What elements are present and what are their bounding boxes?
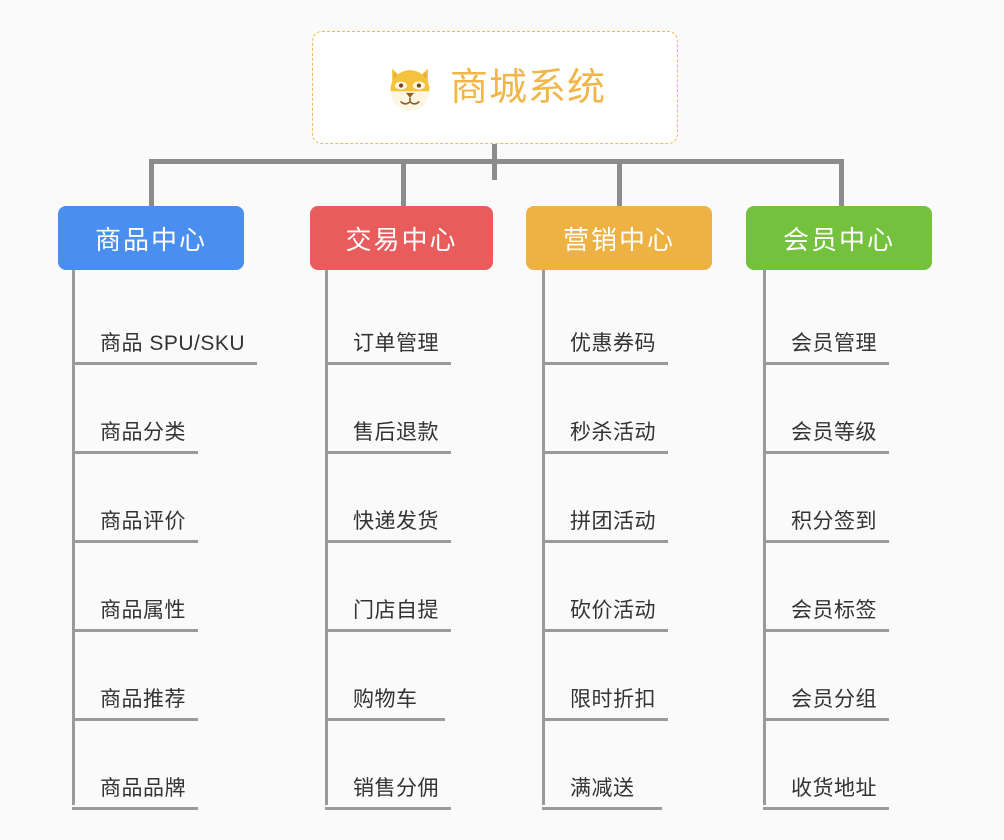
shiba-dog-emoji	[384, 62, 436, 114]
list-item[interactable]: 商品 SPU/SKU	[72, 276, 290, 365]
list-item[interactable]: 销售分佣	[325, 721, 540, 810]
leaf-label: 满减送	[570, 777, 635, 800]
leaf-underline: 门店自提	[325, 600, 451, 632]
list-item[interactable]: 拼团活动	[542, 454, 756, 543]
list-item[interactable]: 商品品牌	[72, 721, 290, 810]
leaf-underline: 会员管理	[763, 333, 889, 365]
branch-header-trade[interactable]: 交易中心	[310, 206, 493, 270]
leaf-underline: 限时折扣	[542, 689, 668, 721]
leaf-underline: 会员标签	[763, 600, 889, 632]
branch-column-product: 商品中心 商品 SPU/SKU 商品分类 商品评价 商品属性 商品推荐 商品品牌	[58, 206, 290, 810]
leaf-underline: 商品推荐	[72, 689, 198, 721]
leaf-label: 商品推荐	[100, 688, 186, 711]
leaf-label: 会员标签	[791, 599, 877, 622]
leaf-label: 快递发货	[353, 510, 439, 533]
list-item[interactable]: 商品分类	[72, 365, 290, 454]
list-item[interactable]: 快递发货	[325, 454, 540, 543]
leaf-label: 限时折扣	[570, 688, 656, 711]
leaf-underline: 积分签到	[763, 511, 889, 543]
leaf-label: 商品品牌	[100, 777, 186, 800]
branch-column-member: 会员中心 会员管理 会员等级 积分签到 会员标签 会员分组 收货地址	[746, 206, 976, 810]
leaf-label: 砍价活动	[570, 599, 656, 622]
leaf-underline: 会员等级	[763, 422, 889, 454]
leaf-underline: 商品属性	[72, 600, 198, 632]
leaf-underline: 购物车	[325, 689, 445, 721]
list-item[interactable]: 秒杀活动	[542, 365, 756, 454]
leaf-underline: 订单管理	[325, 333, 451, 365]
leaf-underline: 砍价活动	[542, 600, 668, 632]
list-item[interactable]: 订单管理	[325, 276, 540, 365]
list-item[interactable]: 满减送	[542, 721, 756, 810]
leaf-label: 会员管理	[791, 332, 877, 355]
leaf-label: 售后退款	[353, 421, 439, 444]
leaf-label: 商品属性	[100, 599, 186, 622]
list-item[interactable]: 积分签到	[763, 454, 976, 543]
connector-drop-2	[401, 159, 406, 210]
branch-header-product[interactable]: 商品中心	[58, 206, 244, 270]
leaf-label: 会员等级	[791, 421, 877, 444]
branch-header-member[interactable]: 会员中心	[746, 206, 932, 270]
connector-horizontal-bus	[149, 159, 844, 164]
list-item[interactable]: 收货地址	[763, 721, 976, 810]
leaf-label: 商品分类	[100, 421, 186, 444]
leaf-underline: 会员分组	[763, 689, 889, 721]
root-title: 商城系统	[449, 66, 606, 109]
leaf-label: 商品 SPU/SKU	[100, 332, 246, 355]
leaf-label: 拼团活动	[570, 510, 656, 533]
leaf-label: 会员分组	[791, 688, 877, 711]
list-item[interactable]: 商品属性	[72, 543, 290, 632]
connector-drop-4	[839, 159, 844, 210]
list-item[interactable]: 会员管理	[763, 276, 976, 365]
leaf-label: 收货地址	[791, 777, 877, 800]
leaf-list-member: 会员管理 会员等级 积分签到 会员标签 会员分组 收货地址	[746, 270, 976, 810]
leaf-underline: 销售分佣	[325, 778, 451, 810]
leaf-label: 积分签到	[791, 510, 877, 533]
leaf-underline: 拼团活动	[542, 511, 668, 543]
leaf-label: 优惠券码	[570, 332, 656, 355]
leaf-underline: 秒杀活动	[542, 422, 668, 454]
list-item[interactable]: 售后退款	[325, 365, 540, 454]
leaf-underline: 商品品牌	[72, 778, 198, 810]
branch-header-marketing[interactable]: 营销中心	[526, 206, 712, 270]
branch-column-marketing: 营销中心 优惠券码 秒杀活动 拼团活动 砍价活动 限时折扣 满减送	[526, 206, 756, 810]
leaf-underline: 商品评价	[72, 511, 198, 543]
list-item[interactable]: 会员标签	[763, 543, 976, 632]
list-item[interactable]: 限时折扣	[542, 632, 756, 721]
leaf-underline: 收货地址	[763, 778, 889, 810]
leaf-list-product: 商品 SPU/SKU 商品分类 商品评价 商品属性 商品推荐 商品品牌	[58, 270, 290, 810]
connector-drop-3	[617, 159, 622, 210]
leaf-label: 销售分佣	[353, 777, 439, 800]
leaf-list-marketing: 优惠券码 秒杀活动 拼团活动 砍价活动 限时折扣 满减送	[526, 270, 756, 810]
leaf-label: 秒杀活动	[570, 421, 656, 444]
leaf-label: 商品评价	[100, 510, 186, 533]
list-item[interactable]: 砍价活动	[542, 543, 756, 632]
list-item[interactable]: 门店自提	[325, 543, 540, 632]
list-item[interactable]: 商品评价	[72, 454, 290, 543]
leaf-label: 订单管理	[353, 332, 439, 355]
leaf-label: 购物车	[353, 688, 418, 711]
leaf-list-trade: 订单管理 售后退款 快递发货 门店自提 购物车 销售分佣	[310, 270, 540, 810]
leaf-underline: 快递发货	[325, 511, 451, 543]
leaf-underline: 优惠券码	[542, 333, 668, 365]
leaf-underline: 满减送	[542, 778, 662, 810]
list-item[interactable]: 会员分组	[763, 632, 976, 721]
leaf-underline: 商品 SPU/SKU	[72, 332, 258, 365]
connector-drop-1	[149, 159, 154, 210]
branch-column-trade: 交易中心 订单管理 售后退款 快递发货 门店自提 购物车 销售分佣	[310, 206, 540, 810]
leaf-underline: 商品分类	[72, 422, 198, 454]
leaf-underline: 售后退款	[325, 422, 451, 454]
list-item[interactable]: 会员等级	[763, 365, 976, 454]
leaf-label: 门店自提	[353, 599, 439, 622]
list-item[interactable]: 优惠券码	[542, 276, 756, 365]
root-node[interactable]: 商城系统	[312, 31, 678, 144]
list-item[interactable]: 商品推荐	[72, 632, 290, 721]
list-item[interactable]: 购物车	[325, 632, 540, 721]
